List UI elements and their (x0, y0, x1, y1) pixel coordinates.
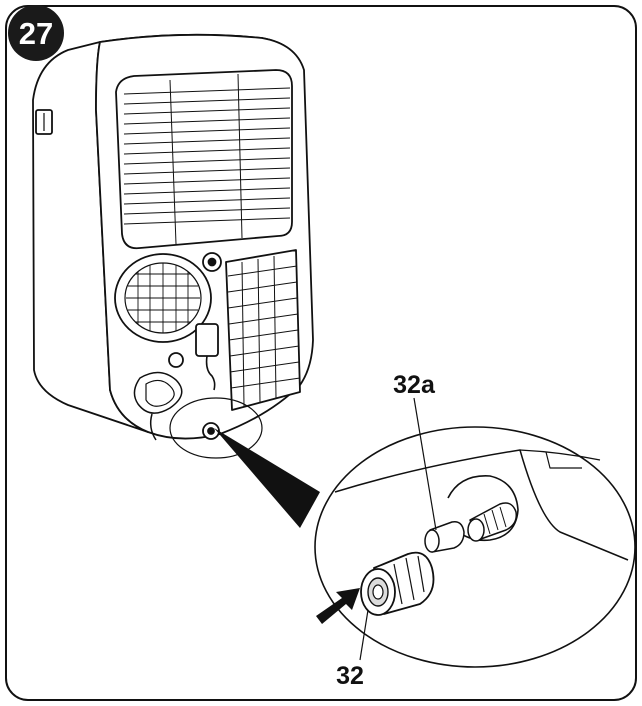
cable-bundle (133, 371, 183, 414)
step-number: 27 (19, 16, 53, 51)
lower-air-grille (225, 249, 301, 411)
detail-ellipse (314, 426, 636, 668)
round-filter-mesh (126, 263, 200, 333)
hose-fitting (168, 352, 184, 368)
power-socket (195, 323, 219, 357)
detail-view (314, 426, 636, 668)
insert-direction-arrow (316, 588, 360, 624)
air-conditioner-unit (32, 33, 314, 459)
zoom-wedge (214, 428, 320, 528)
step-badge: 27 (8, 5, 64, 61)
lower-grille-slats (227, 255, 301, 407)
detail-housing-edge (334, 449, 629, 561)
callout-label-32a: 32a (393, 371, 436, 399)
callout-label-32: 32 (336, 662, 364, 690)
leader-line-32 (359, 609, 369, 661)
leader-line-32a (413, 397, 437, 531)
detail-marker-circle (169, 397, 263, 459)
upper-grille-slats (123, 73, 291, 245)
upper-air-grille (115, 69, 293, 250)
